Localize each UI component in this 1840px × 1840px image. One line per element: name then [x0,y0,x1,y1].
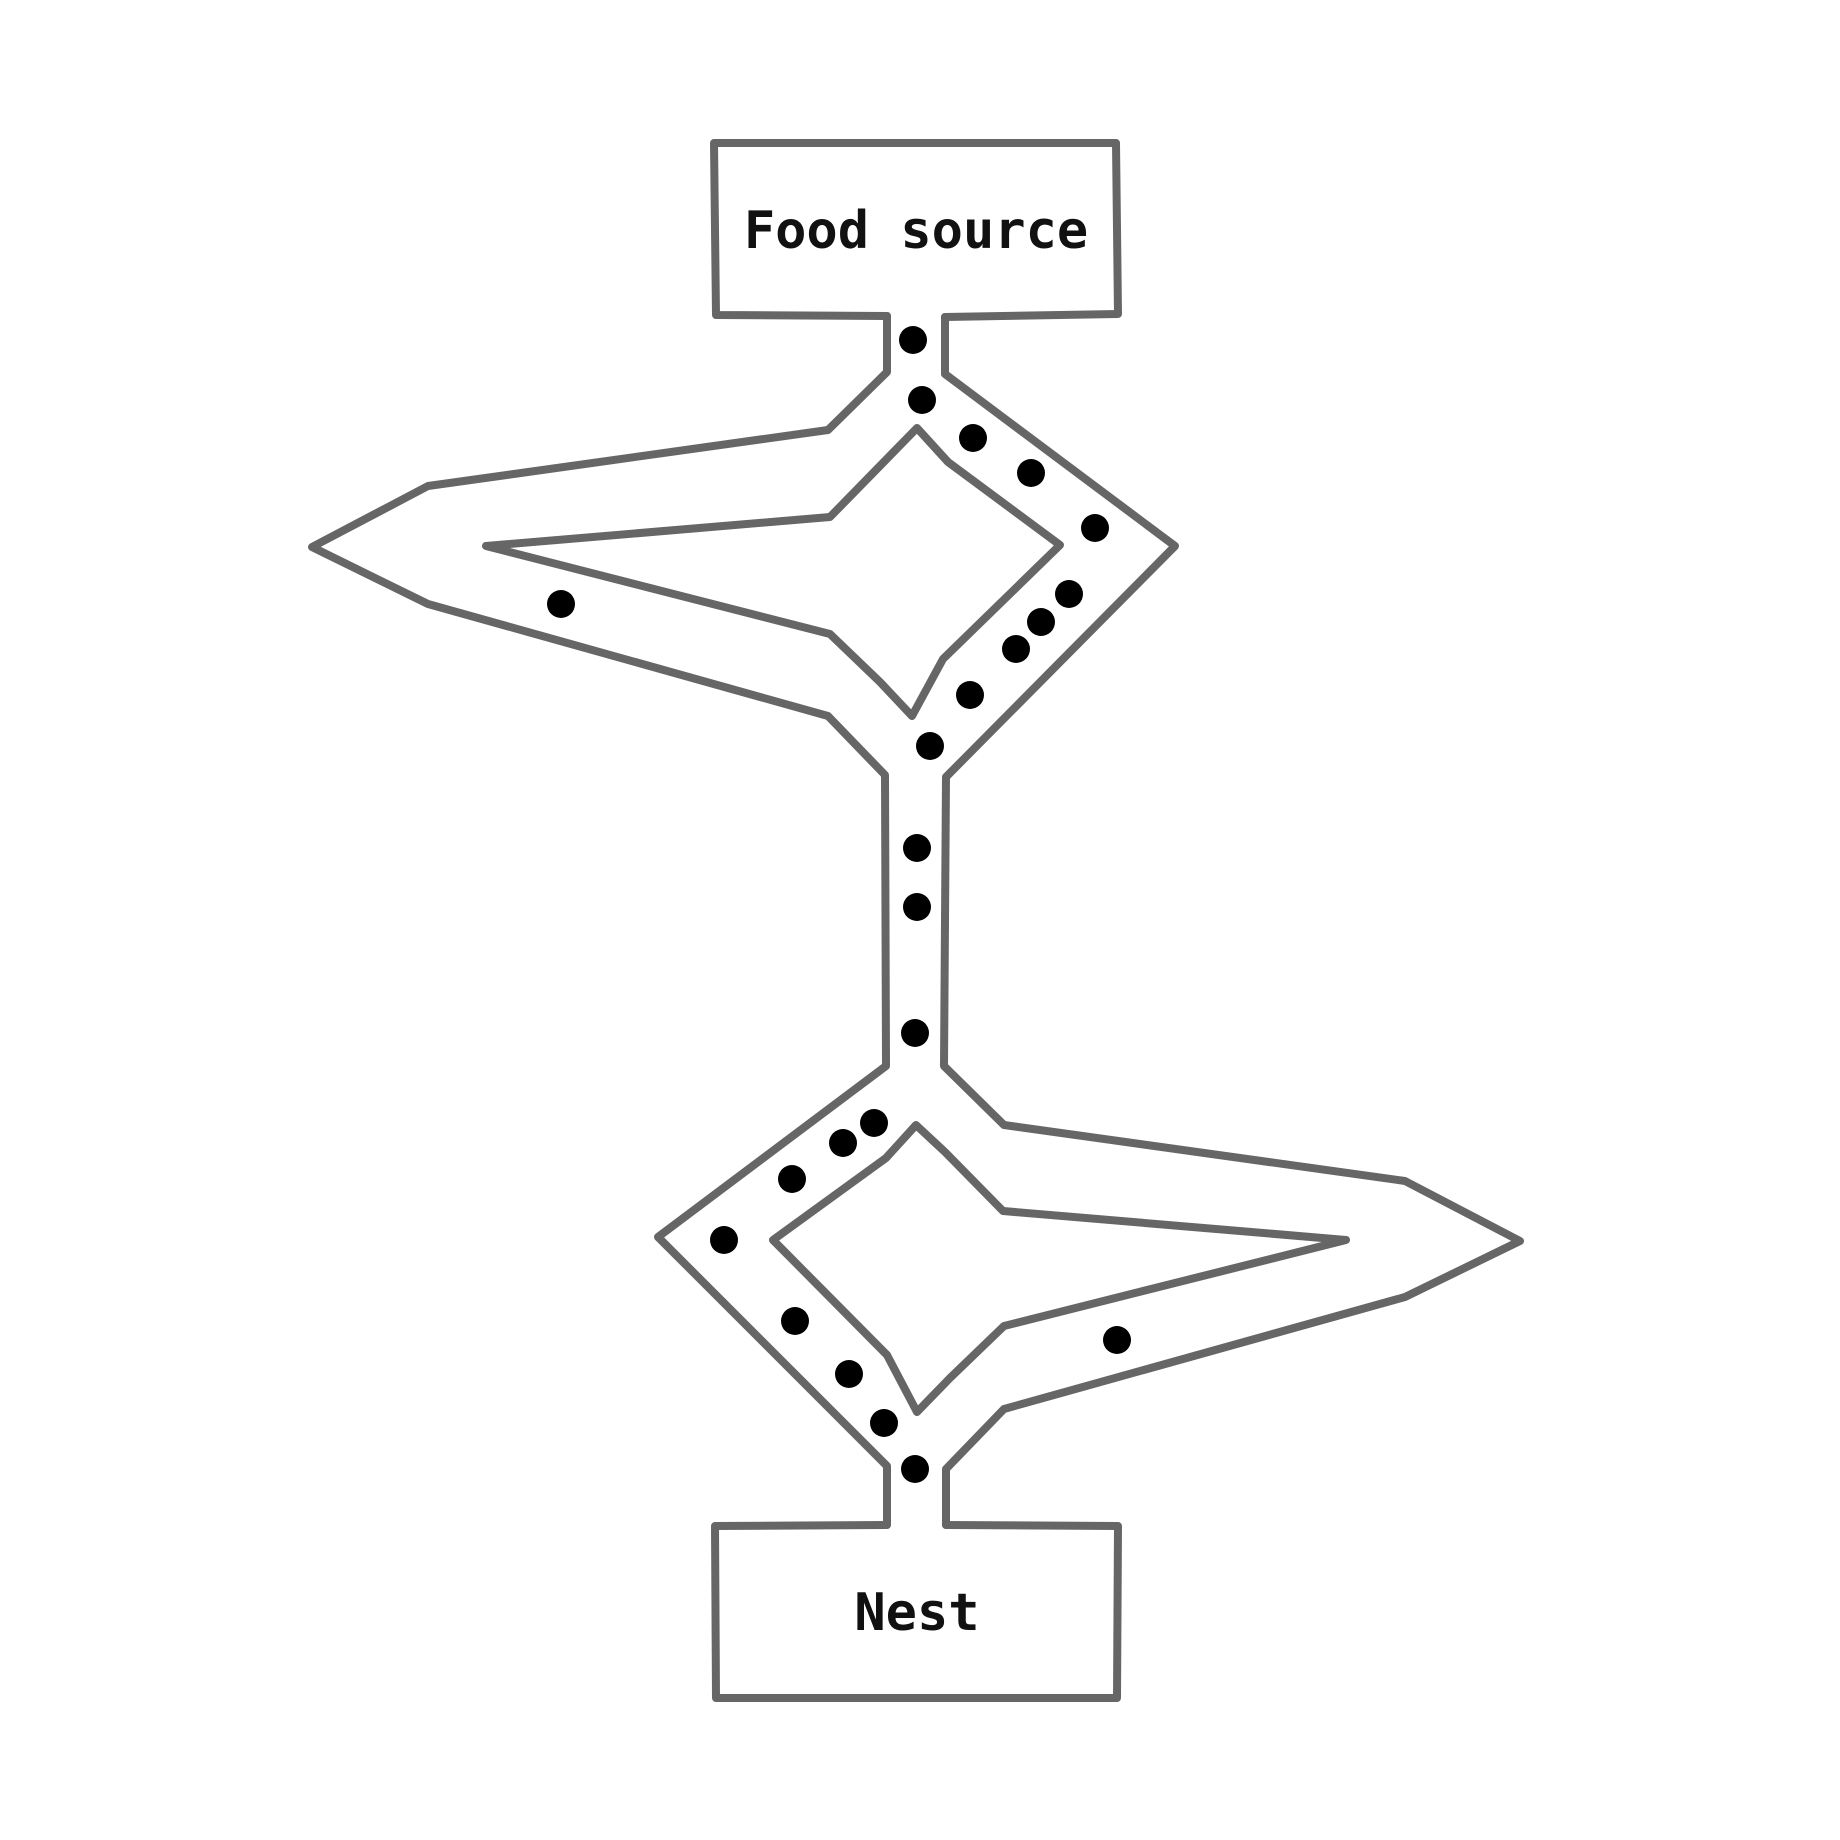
ant-dot [908,386,936,414]
nest-box [711,1521,1122,1702]
food-source-label: Food source [744,201,1088,261]
upper-loop-island [482,424,1064,720]
ant-dot [956,681,984,709]
ant-dot [829,1129,857,1157]
ant-dot [901,1455,929,1483]
nest-label: Nest [854,1583,979,1643]
ant-dot [835,1360,863,1388]
ant-dot [903,834,931,862]
ant-dot [547,590,575,618]
upper-loop-outer-wall [308,312,891,1529]
ant-dot [860,1109,888,1137]
ant-dot [1002,635,1030,663]
ant-dot [778,1165,806,1193]
food-source-box [710,139,1122,321]
ant-dot [710,1226,738,1254]
lower-loop-island [769,1121,1350,1416]
ant-dot [1103,1326,1131,1354]
ant-dot [901,1019,929,1047]
ant-dot [781,1307,809,1335]
ant-dot [903,893,931,921]
ant-dot [916,732,944,760]
ant-dot [1055,580,1083,608]
ant-dot [1027,608,1055,636]
upper-loop-outer-wall-right [940,313,1524,1529]
ant-dot [1017,459,1045,487]
ant-dot [870,1409,898,1437]
ant-dot [1081,514,1109,542]
ant-dot [959,424,987,452]
ant-dot [899,326,927,354]
